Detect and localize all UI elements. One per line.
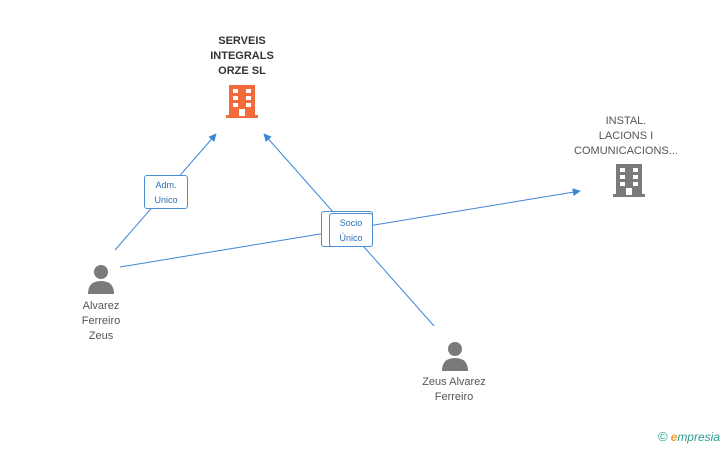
person-label-zeus[interactable]: Zeus Alvarez Ferreiro: [422, 376, 486, 403]
edge-label-socio-unico: Socio Único: [329, 213, 373, 247]
building-icon: [613, 164, 645, 197]
person-icon: [442, 342, 468, 371]
building-icon: [226, 85, 258, 118]
brand-logo: empresia: [670, 429, 720, 444]
edge-label-adm-unico: Adm. Unico: [144, 175, 188, 209]
person-icon: [88, 265, 114, 294]
company-label-serveis[interactable]: SERVEIS INTEGRALS ORZE SL: [210, 35, 274, 77]
empresia-watermark: © empresia: [658, 429, 720, 444]
person-label-alvarez[interactable]: Alvarez Ferreiro Zeus: [81, 300, 121, 342]
company-label-instal[interactable]: INSTAL. LACIONS I COMUNICACIONS...: [574, 115, 678, 157]
copyright-icon: ©: [658, 429, 668, 444]
